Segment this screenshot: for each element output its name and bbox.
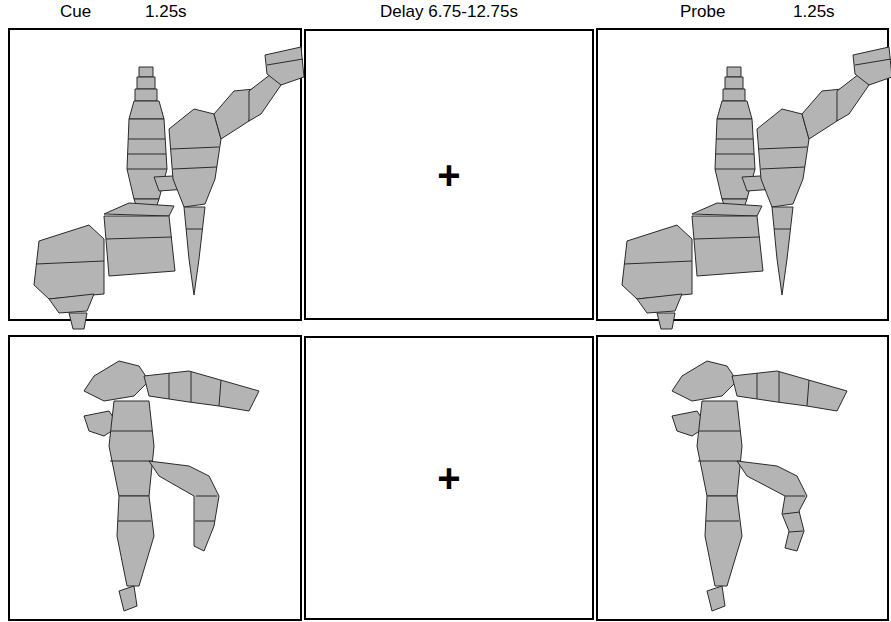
fixation-cross: + [437,155,460,195]
fixation-cross: + [437,458,460,498]
column-header: 1.25s [145,2,187,22]
column-header: 1.25s [793,2,835,22]
column-header: Cue [60,2,91,22]
delay-panel: + [304,29,594,320]
column-header: Probe [680,2,725,22]
delay-panel: + [304,336,594,620]
column-header: Delay 6.75-12.75s [380,2,518,22]
